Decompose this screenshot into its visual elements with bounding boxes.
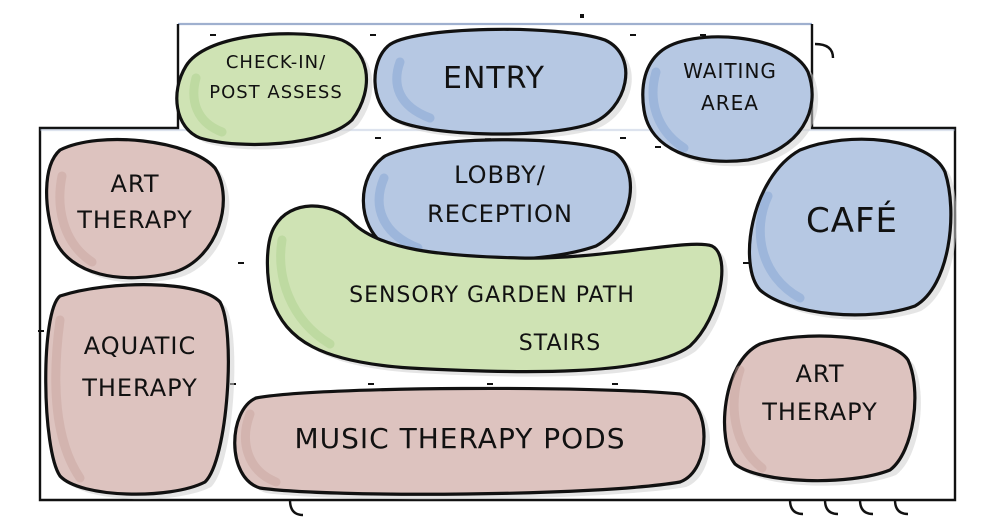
zone-label-line: WAITING <box>683 59 777 83</box>
zone-label-line: POST ASSESS <box>209 82 343 103</box>
zone-aquatic-therapy: AQUATIC THERAPY <box>44 283 235 500</box>
zone-label-line: AREA <box>701 91 759 115</box>
zone-label-line: THERAPY <box>81 374 198 402</box>
zone-label-line: THERAPY <box>761 398 878 426</box>
zone-check-in-post-assess: CHECK-IN/ POST ASSESS <box>175 32 373 150</box>
zone-label-line: ART <box>795 360 844 388</box>
zone-sensory-garden-path-stairs: SENSORY GARDEN PATH STAIRS <box>265 204 728 377</box>
zone-label-line: MUSIC THERAPY PODS <box>295 422 626 455</box>
zone-music-therapy-pods: MUSIC THERAPY PODS <box>233 386 710 500</box>
zone-label-line: CHECK-IN/ <box>226 52 326 73</box>
zone-label-line: THERAPY <box>76 206 193 234</box>
zone-label-line: ART <box>110 170 159 198</box>
zone-lobby-reception: LOBBY/ RECEPTION <box>361 138 637 266</box>
zone-label-line: RECEPTION <box>427 200 573 228</box>
zone-label-line: SENSORY GARDEN PATH <box>349 283 635 308</box>
zone-label-line: LOBBY/ <box>454 161 546 189</box>
zone-label-line: STAIRS <box>519 331 601 356</box>
zone-entry: ENTRY <box>373 27 632 140</box>
zone-cafe: CAFÉ <box>747 137 957 320</box>
zone-label-line: ENTRY <box>443 61 545 96</box>
zone-art-therapy-right: ART THERAPY <box>722 334 921 486</box>
zone-label-line: CAFÉ <box>806 200 898 241</box>
zone-waiting-area: WAITING AREA <box>641 35 819 167</box>
zone-label-line: AQUATIC <box>84 332 197 360</box>
zone-art-therapy-left: ART THERAPY <box>45 137 230 283</box>
